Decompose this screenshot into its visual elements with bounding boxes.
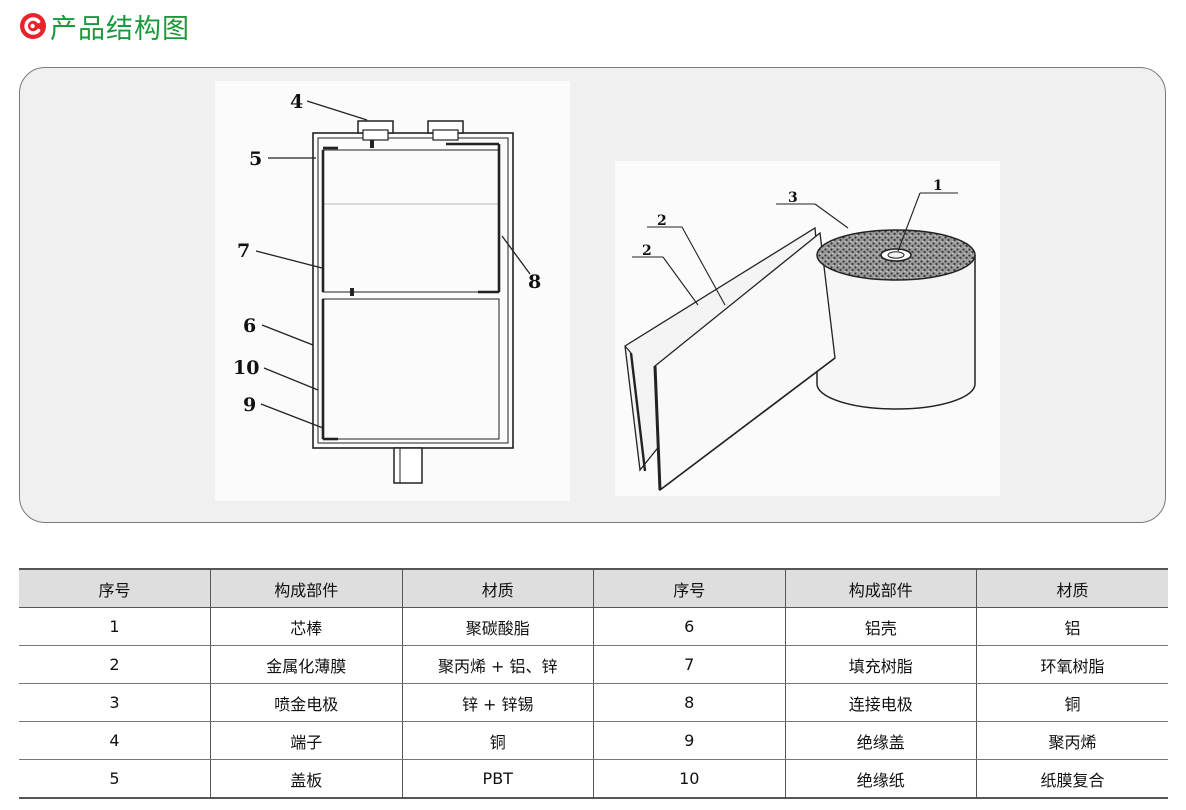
table-cell: 绝缘盖	[784, 721, 977, 760]
table-cell: 盖板	[210, 759, 403, 799]
callout-7: 7	[237, 240, 250, 262]
table-cell: 3	[19, 683, 211, 722]
col-header-index: 序号	[19, 568, 211, 608]
col-header-material: 材质	[401, 568, 594, 608]
table-row: 4 端子 铜 9 绝缘盖 聚丙烯	[19, 721, 1168, 760]
callout-1: 1	[933, 178, 943, 194]
table-cell: 铝	[976, 607, 1168, 646]
table-cell: 填充树脂	[784, 645, 977, 684]
structure-diagram: 4 5 7 6 10 9 8	[215, 81, 1000, 501]
page-header: 产品结构图	[18, 8, 190, 45]
capacitor-cross-section	[255, 100, 531, 484]
table-row: 2 金属化薄膜 聚丙烯 + 铝、锌 7 填充树脂 环氧树脂	[19, 645, 1168, 684]
table-header-row: 序号 构成部件 材质 序号 构成部件 材质	[19, 568, 1168, 608]
table-cell: 绝缘纸	[784, 759, 977, 799]
table-cell: 10	[593, 759, 786, 799]
table-cell: 5	[19, 759, 211, 799]
table-cell: 铜	[401, 721, 594, 760]
table-cell: 锌 + 锌锡	[401, 683, 594, 722]
table-cell: 铜	[976, 683, 1168, 722]
callout-2-lower: 2	[642, 243, 652, 259]
page-title: 产品结构图	[50, 13, 190, 45]
table-cell: 8	[593, 683, 786, 722]
table-cell: 环氧树脂	[976, 645, 1168, 684]
table-row: 1 芯棒 聚碳酸脂 6 铝壳 铝	[19, 607, 1168, 646]
table-cell: 2	[19, 645, 211, 684]
table-cell: 聚碳酸脂	[401, 607, 594, 646]
callout-2-upper: 2	[657, 213, 667, 229]
callout-5: 5	[249, 148, 262, 170]
c-logo-icon	[20, 13, 46, 39]
wound-element-illustration	[624, 192, 976, 492]
table-cell: 4	[19, 721, 211, 760]
table-cell: 聚丙烯	[976, 721, 1168, 760]
structure-diagram-panel: 4 5 7 6 10 9 8	[19, 67, 1166, 523]
col-header-material: 材质	[976, 568, 1168, 608]
table-row: 5 盖板 PBT 10 绝缘纸 纸膜复合	[19, 759, 1168, 799]
col-header-index: 序号	[593, 568, 786, 608]
table-cell: 9	[593, 721, 786, 760]
callout-4: 4	[290, 91, 303, 113]
callout-8: 8	[528, 271, 541, 293]
table-cell: 芯棒	[210, 607, 403, 646]
callout-9: 9	[243, 394, 256, 416]
table-cell: PBT	[401, 759, 594, 799]
table-cell: 1	[19, 607, 211, 646]
callout-10: 10	[233, 357, 259, 379]
callout-6: 6	[243, 315, 256, 337]
table-cell: 纸膜复合	[976, 759, 1168, 799]
table-cell: 聚丙烯 + 铝、锌	[401, 645, 594, 684]
col-header-component: 构成部件	[210, 568, 403, 608]
table-row: 3 喷金电极 锌 + 锌锡 8 连接电极 铜	[19, 683, 1168, 722]
callout-3: 3	[788, 190, 798, 206]
table-cell: 7	[593, 645, 786, 684]
col-header-component: 构成部件	[784, 568, 977, 608]
table-cell: 端子	[210, 721, 403, 760]
table-cell: 6	[593, 607, 786, 646]
table-cell: 连接电极	[784, 683, 977, 722]
parts-table: 序号 构成部件 材质 序号 构成部件 材质 1 芯棒 聚碳酸脂 6 铝壳 铝 2…	[19, 568, 1168, 799]
table-cell: 喷金电极	[210, 683, 403, 722]
table-cell: 金属化薄膜	[210, 645, 403, 684]
table-cell: 铝壳	[784, 607, 977, 646]
